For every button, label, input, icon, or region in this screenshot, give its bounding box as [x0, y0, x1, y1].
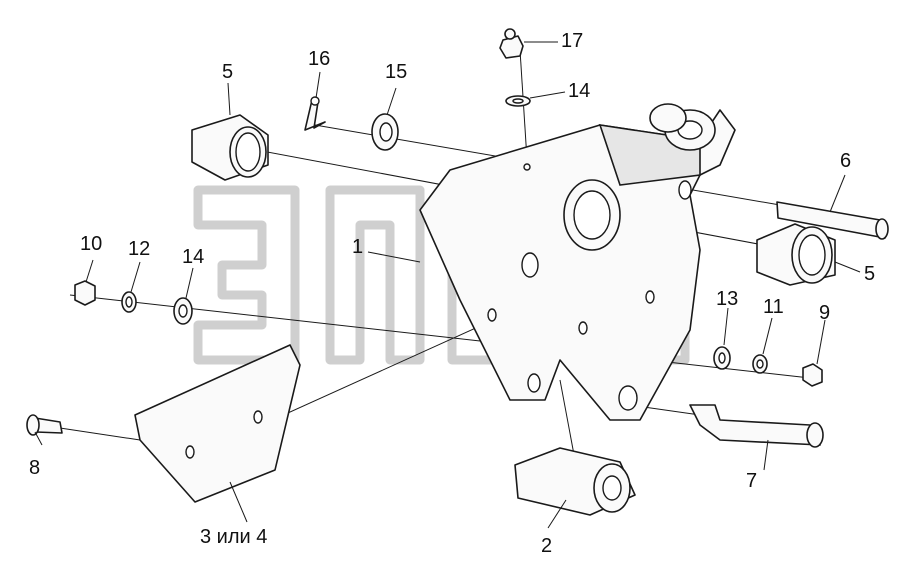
plate-3-or-4	[134, 344, 301, 503]
callout-11: 11	[763, 296, 784, 318]
bushing-2	[514, 447, 636, 516]
callout-10: 10	[80, 233, 102, 255]
washer-15	[371, 113, 399, 151]
pin-7	[689, 404, 824, 448]
callout-15: 15	[385, 61, 407, 83]
washer-12	[121, 291, 137, 313]
callout-14-left: 14	[182, 246, 204, 268]
washer-14-upper	[505, 95, 531, 107]
callout-5-left: 5	[222, 61, 233, 83]
callout-8: 8	[29, 457, 40, 479]
callout-12: 12	[128, 238, 150, 260]
washer-13	[713, 346, 731, 370]
callout-14-upper: 14	[568, 80, 590, 102]
cotter-pin-16	[304, 96, 326, 131]
callout-13: 13	[716, 288, 738, 310]
pin-6	[776, 201, 889, 240]
callout-2: 2	[541, 535, 552, 557]
callout-labels: 1 2 3 или 4 5 5 6 7 8 9 10 11 12 13 14 1…	[29, 30, 875, 557]
callout-9: 9	[819, 302, 830, 324]
grease-fitting-17	[499, 28, 524, 59]
bolt-8	[26, 414, 63, 436]
nut-10	[74, 280, 96, 306]
callout-1: 1	[352, 236, 363, 258]
leader-lines	[34, 41, 861, 529]
bracket-1	[419, 103, 736, 421]
callout-5-right: 5	[864, 263, 875, 285]
nut-9	[802, 363, 823, 387]
washer-14-left	[173, 297, 193, 325]
callout-17: 17	[561, 30, 583, 52]
callout-7: 7	[746, 470, 757, 492]
bushing-5-left	[191, 114, 269, 181]
callout-16: 16	[308, 48, 330, 70]
callout-6: 6	[840, 150, 851, 172]
callout-3-or-4: 3 или 4	[200, 526, 267, 548]
washer-11	[752, 354, 768, 374]
bushing-5-right	[756, 223, 836, 286]
